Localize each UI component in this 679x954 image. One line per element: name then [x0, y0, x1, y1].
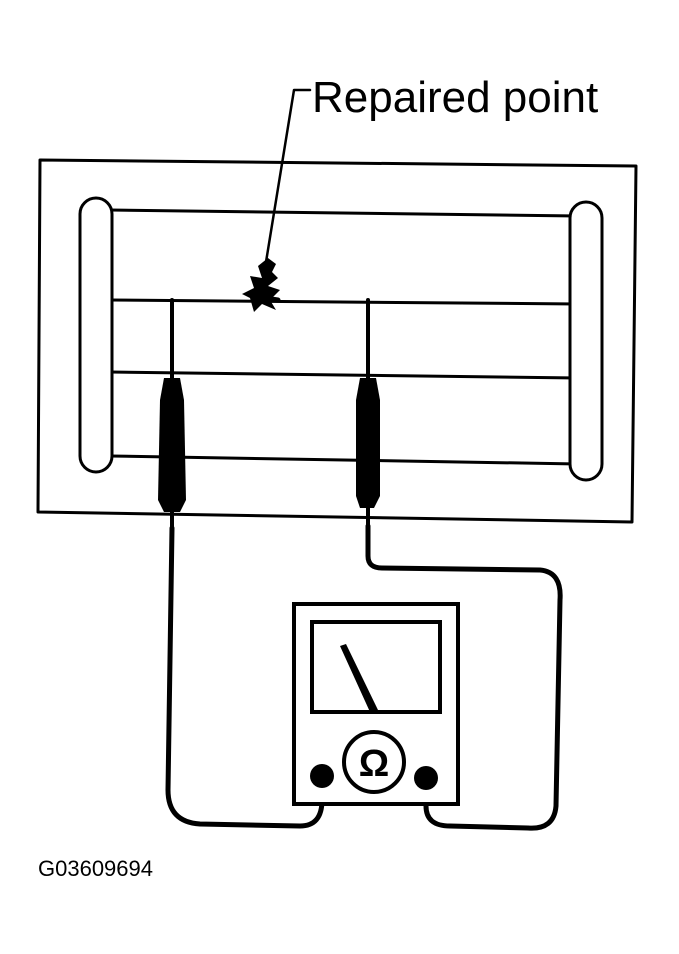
right-bus-bar — [568, 200, 604, 482]
grid-line-1 — [108, 208, 580, 218]
left-test-lead — [165, 525, 325, 829]
ohmmeter: Ω — [292, 602, 460, 806]
left-test-probe — [158, 298, 186, 532]
bus-bars — [78, 196, 604, 482]
rear-window-glass — [36, 158, 638, 524]
positive-terminal — [414, 766, 438, 790]
test-leads — [165, 523, 563, 831]
left-bus-bar — [78, 196, 114, 474]
grid-line-2 — [108, 298, 580, 306]
range-selector-knob — [342, 730, 406, 794]
grid-line-3 — [108, 370, 580, 380]
repaired-point-marker — [242, 258, 281, 312]
heater-grid-lines — [108, 208, 580, 466]
meter-needle — [340, 644, 378, 712]
callout-leader-line — [264, 88, 312, 264]
repaired-point-label: Repaired point — [312, 73, 598, 122]
figure-id: G03609694 — [38, 856, 153, 881]
meter-dial-window — [310, 620, 442, 714]
right-test-lead — [365, 523, 563, 831]
ohm-symbol: Ω — [359, 743, 389, 785]
right-test-probe — [356, 298, 380, 530]
grid-line-4 — [108, 454, 580, 466]
negative-terminal — [310, 764, 334, 788]
